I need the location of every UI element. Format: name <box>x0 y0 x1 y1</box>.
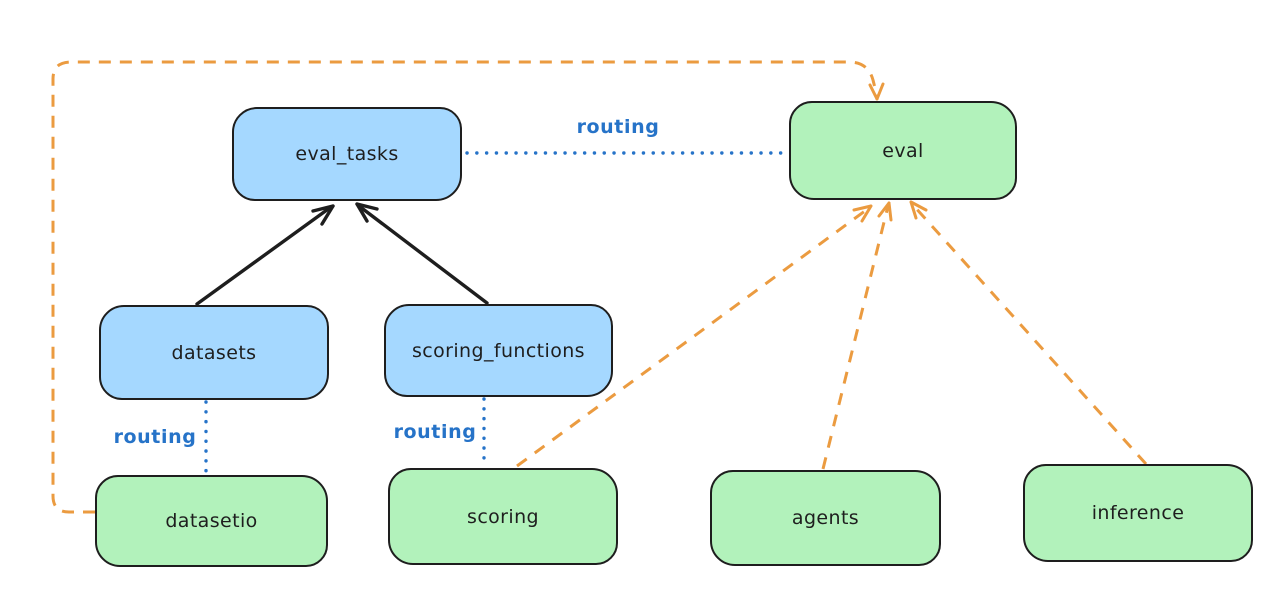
node-scoring-label: scoring <box>467 505 539 528</box>
node-inference-label: inference <box>1091 502 1185 524</box>
edge-scoring-eval <box>516 204 873 468</box>
node-eval-label: eval <box>882 139 924 162</box>
node-scoring_functions-label: scoring_functions <box>412 339 585 362</box>
edge-datasets-eval_tasks <box>195 204 335 306</box>
edge-label-routing-datasetio: routing <box>113 426 197 448</box>
node-agents-label: agents <box>791 507 860 529</box>
edge-datasetio-eval <box>51 60 885 514</box>
node-agents: agents <box>710 470 941 566</box>
edge-label-routing-scoring: routing <box>393 421 477 443</box>
edge-scoring_functions-eval_tasks <box>355 202 489 305</box>
node-scoring: scoring <box>388 468 618 565</box>
node-scoring_functions: scoring_functions <box>384 304 613 397</box>
edge-label-routing-top: routing <box>576 116 660 138</box>
node-eval_tasks: eval_tasks <box>232 107 462 201</box>
edge-agents-eval <box>821 201 893 470</box>
node-eval_tasks-label: eval_tasks <box>295 143 399 165</box>
edge-inference-eval <box>909 200 1148 466</box>
node-datasets: datasets <box>99 305 329 400</box>
node-datasets-label: datasets <box>171 341 257 364</box>
node-eval: eval <box>789 101 1017 200</box>
node-inference: inference <box>1023 464 1253 562</box>
node-datasetio: datasetio <box>95 475 328 567</box>
node-datasetio-label: datasetio <box>165 510 258 532</box>
